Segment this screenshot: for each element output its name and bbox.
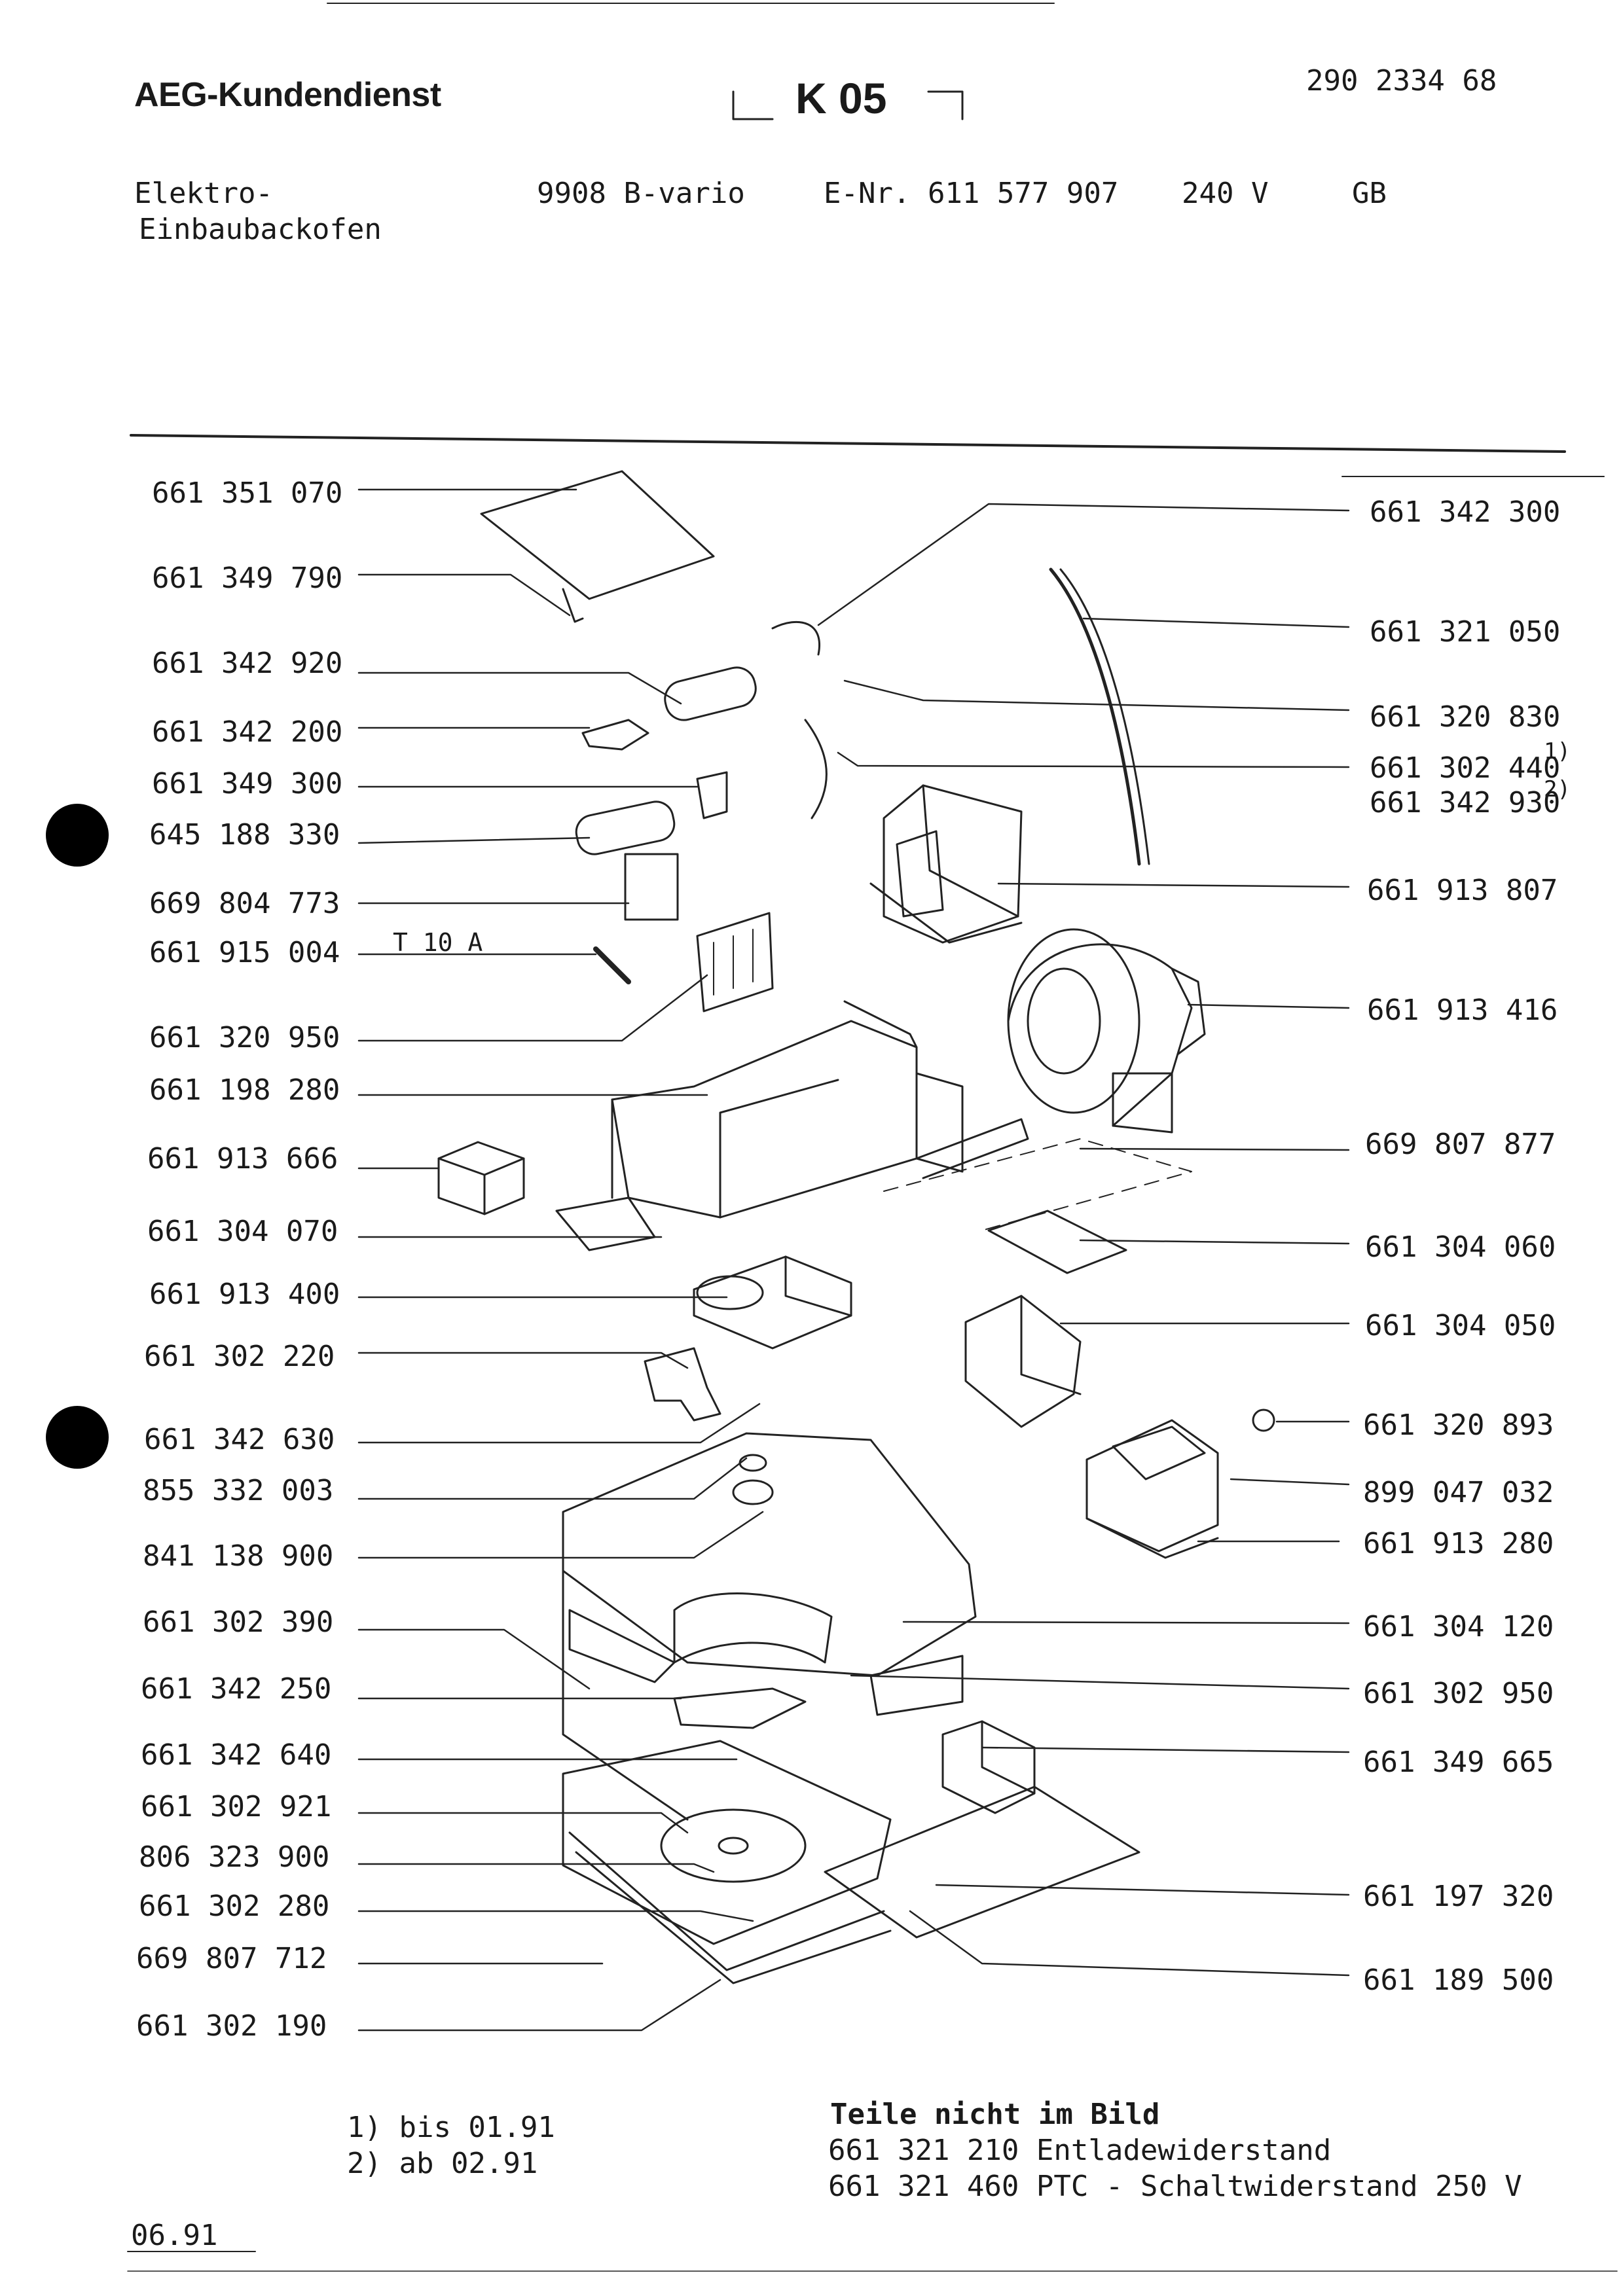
part-number-right: 661 304 120 [1363,1610,1554,1643]
part-number-left: 661 320 950 [149,1021,340,1054]
appliance-type-line2: Einbaubackofen [139,213,382,246]
part-number-left: 661 342 640 [141,1738,332,1772]
country-code: GB [1352,177,1387,210]
part-number-left: 669 807 712 [136,1942,327,1975]
part-number-right: 661 913 416 [1367,994,1558,1027]
cover-plate [480,470,715,623]
part-number-left: 645 188 330 [149,818,340,852]
parts-not-shown-item: 661 321 210 Entladewiderstand [828,2134,1332,2167]
fuse [593,946,631,984]
part-number-right: 661 304 060 [1365,1230,1556,1264]
part-number-left: 661 349 300 [152,767,343,800]
part-number-left: 661 342 200 [152,715,343,749]
part-number-left: 661 349 790 [152,562,343,595]
part-number-right: 661 320 830 [1370,700,1561,734]
part-number-right: 661 302 440 [1370,751,1561,785]
part-number-right: 661 349 665 [1363,1746,1554,1779]
part-number-left: 841 138 900 [143,1539,334,1573]
turntable-drive [660,1687,807,1883]
fuse-rating-label: T 10 A [393,928,483,957]
chassis-frame [555,1000,1029,1251]
part-number-left: 661 302 280 [139,1890,330,1923]
part-number-left: 661 913 400 [149,1278,340,1311]
header-rules [127,3,1618,2272]
footnote-1: 1) bis 01.91 [347,2111,555,2144]
part-number-right: 661 320 893 [1363,1408,1554,1442]
part-number-left: 661 304 070 [147,1215,338,1248]
leader-lines-right [817,503,1350,1977]
blower-fan [1007,928,1206,1134]
part-number-left: 661 198 280 [149,1073,340,1107]
small-transformer [437,1141,525,1215]
part-number-left: 855 332 003 [143,1474,334,1507]
transformer [869,784,1023,944]
punch-hole-top [46,804,109,867]
relay [941,1720,1036,1814]
insulation [568,1592,964,1716]
part-number-right: 661 189 500 [1363,1964,1554,1997]
part-number-left: 661 915 004 [149,936,340,969]
page-code: K 05 [795,74,887,122]
part-number-right: 661 342 300 [1370,495,1561,529]
leader-lines-left [357,488,764,2032]
part-number-left: 661 302 190 [136,2009,327,2043]
parts-not-shown-title: Teile nicht im Bild [830,2098,1160,2131]
part-number-left: 661 913 666 [147,1142,338,1175]
part-number-right: 661 342 930 [1370,786,1561,819]
bottom-plate [562,1740,1140,1984]
part-number-left: 661 351 070 [152,476,343,510]
heat-shields [883,1138,1192,1428]
circuit-board [696,912,774,1013]
part-number-right: 661 302 950 [1363,1677,1554,1710]
capacitor-parts [575,666,757,921]
part-number-right: 661 913 280 [1363,1527,1554,1560]
document-number: 290 2334 68 [1306,64,1497,98]
part-number-right: 661 197 320 [1363,1880,1554,1913]
part-number-left: 661 302 220 [144,1340,335,1373]
oven-cavity [562,1432,977,1821]
bracket [644,1347,721,1422]
superscript-1: 1) [1544,738,1571,764]
superscript-2: 2) [1544,776,1571,802]
e-number: E-Nr. 611 577 907 [824,177,1119,210]
part-number-left: 661 302 921 [141,1790,332,1823]
part-number-right: 661 321 050 [1370,615,1561,649]
magnetron [1085,1408,1275,1559]
model-name: 9908 B-vario [537,177,745,210]
footnote-2: 2) ab 02.91 [347,2147,538,2180]
part-number-right: 669 807 877 [1365,1128,1556,1161]
part-number-left: 661 302 390 [143,1605,334,1639]
part-number-left: 669 804 773 [149,887,340,920]
motor-unit [693,1255,852,1350]
issue-date: 06.91 [131,2219,218,2252]
part-number-right: 661 913 807 [1367,874,1558,907]
brand-title: AEG-Kundendienst [134,76,441,114]
part-number-right: 899 047 032 [1363,1476,1554,1509]
part-number-left: 661 342 250 [141,1672,332,1706]
parts-not-shown-item: 661 321 460 PTC - Schaltwiderstand 250 V [828,2170,1522,2203]
part-number-left: 806 323 900 [139,1840,330,1874]
appliance-type-line1: Elektro- [134,177,273,210]
punch-hole-bottom [46,1406,109,1469]
part-number-left: 661 342 630 [144,1423,335,1456]
wire-harness [771,567,1150,866]
voltage: 240 V [1182,177,1269,210]
part-number-left: 661 342 920 [152,647,343,680]
part-number-right: 661 304 050 [1365,1309,1556,1342]
